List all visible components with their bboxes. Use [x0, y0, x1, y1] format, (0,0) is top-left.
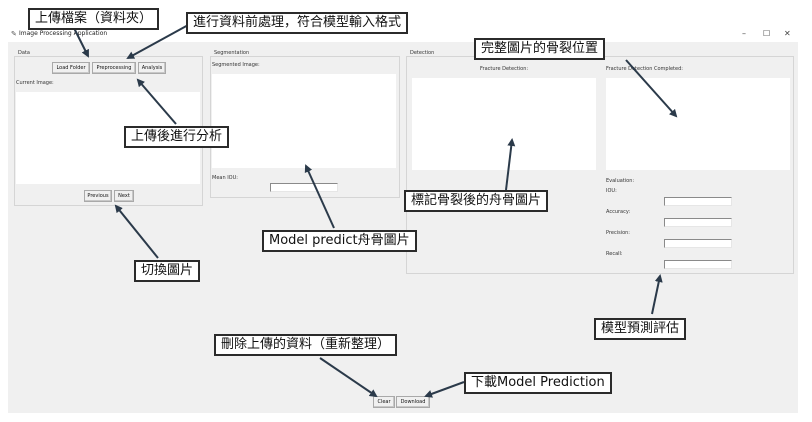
fracture-detection-completed-canvas	[606, 78, 790, 170]
preprocessing-button[interactable]: Preprocessing	[92, 62, 136, 74]
accuracy-field[interactable]	[664, 218, 732, 227]
data-panel-title: Data	[18, 50, 30, 56]
arrow-switch	[114, 204, 159, 259]
recall-label: Recall:	[606, 251, 623, 257]
precision-field[interactable]	[664, 239, 732, 248]
callout-analyze-after-upload: 上傳後進行分析	[124, 126, 230, 148]
window-title: Image Processing Application	[19, 30, 108, 37]
arrow-marked	[505, 138, 516, 191]
fracture-detection-completed-label: Fracture Detection Completed:	[606, 66, 683, 72]
callout-model-predict: Model predict舟骨圖片	[262, 230, 417, 252]
analysis-button[interactable]: Analysis	[138, 62, 166, 74]
callout-marked-image: 標記骨裂後的舟骨圖片	[404, 190, 549, 212]
callout-clear-data: 刪除上傳的資料（重新整理）	[214, 334, 398, 356]
callout-preprocess: 進行資料前處理，符合模型輸入格式	[186, 12, 409, 34]
accuracy-label: Accuracy:	[606, 209, 631, 215]
arrow-analysis	[136, 78, 177, 125]
arrow-upload	[73, 27, 89, 58]
iou-field[interactable]	[664, 197, 732, 206]
current-image-label: Current Image:	[16, 80, 54, 86]
arrow-full-image	[625, 59, 678, 118]
arrow-download	[424, 381, 465, 398]
close-icon[interactable]: ✕	[784, 29, 791, 38]
clear-button[interactable]: Clear	[373, 396, 395, 408]
precision-label: Precision:	[606, 230, 630, 236]
callout-model-eval: 模型預測評估	[594, 318, 687, 340]
arrow-preprocess	[126, 23, 191, 59]
download-button[interactable]: Download	[396, 396, 430, 408]
load-folder-button[interactable]: Load Folder	[52, 62, 90, 74]
recall-field[interactable]	[664, 260, 732, 269]
arrow-eval	[651, 274, 663, 315]
next-button[interactable]: Next	[114, 190, 134, 202]
callout-switch-image: 切換圖片	[134, 260, 201, 282]
previous-button[interactable]: Previous	[84, 190, 112, 202]
mean-iou-field[interactable]	[270, 183, 338, 192]
callout-upload-folder: 上傳檔案（資料夾）	[28, 8, 160, 30]
app-feather-icon: ✎	[11, 30, 17, 38]
callout-full-image-location: 完整圖片的骨裂位置	[474, 38, 606, 60]
detection-panel-title: Detection	[410, 50, 435, 56]
callout-download-prediction: 下載Model Prediction	[464, 372, 612, 394]
fracture-detection-label: Fracture Detection:	[480, 66, 529, 72]
segmented-image-label: Segmented Image:	[212, 62, 260, 68]
mean-iou-label: Mean IOU:	[212, 175, 238, 181]
iou-label: IOU:	[606, 188, 617, 194]
evaluation-label: Evaluation:	[606, 178, 635, 184]
minimize-icon[interactable]: –	[742, 29, 746, 38]
segmentation-panel-title: Segmentation	[214, 50, 250, 56]
fracture-detection-canvas	[412, 78, 596, 170]
maximize-icon[interactable]: ☐	[763, 29, 771, 38]
arrow-model-predict	[304, 164, 335, 229]
arrow-clear	[319, 357, 378, 398]
segmented-image-canvas	[212, 74, 396, 168]
